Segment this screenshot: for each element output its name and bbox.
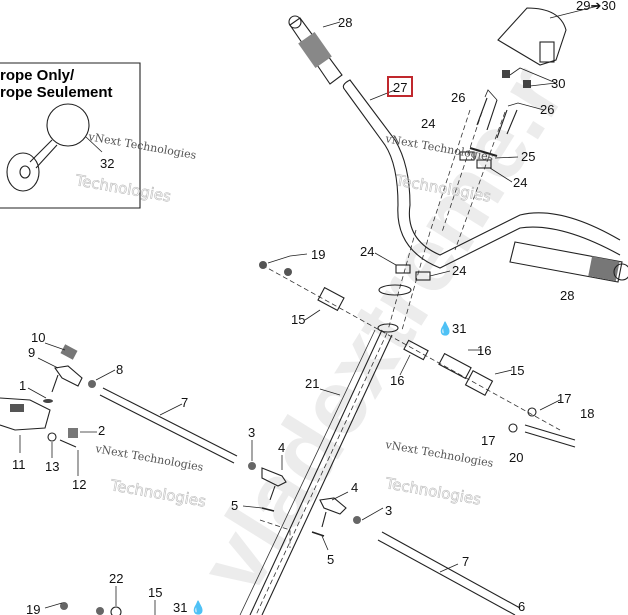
part-label-26[interactable]: 26 [540, 102, 554, 117]
part-label-2[interactable]: 2 [98, 423, 105, 438]
part-label-15[interactable]: 15 [148, 585, 162, 600]
part-label-15[interactable]: 15 [291, 312, 305, 327]
leader-lines [19, 5, 599, 615]
grip-left [288, 15, 343, 85]
part-label-28[interactable]: 28 [338, 15, 352, 30]
part-label-24[interactable]: 24 [360, 244, 374, 259]
clamp [476, 159, 492, 169]
part-label-15[interactable]: 15 [510, 363, 524, 378]
clamp [395, 264, 411, 274]
highlight-box [387, 76, 413, 97]
part-label-13[interactable]: 13 [45, 459, 59, 474]
svg-text:Technologies: Technologies [108, 476, 207, 511]
part-label-24[interactable]: 24 [421, 116, 435, 131]
screw [502, 70, 510, 78]
part-label-3[interactable]: 3 [385, 503, 392, 518]
tie-rod-left [0, 344, 291, 548]
steering-column [239, 109, 506, 615]
oil-drop-icon: 💧 [190, 600, 206, 615]
part-label-18[interactable]: 18 [580, 406, 594, 421]
part-label-10[interactable]: 10 [31, 330, 45, 345]
part-label-21[interactable]: 21 [305, 376, 319, 391]
part-label-6[interactable]: 6 [518, 599, 525, 614]
part-label-4[interactable]: 4 [351, 480, 358, 495]
part-label-24[interactable]: 24 [513, 175, 527, 190]
part-label-9[interactable]: 9 [28, 345, 35, 360]
nut [96, 607, 104, 615]
clamp [459, 151, 475, 161]
bracket-hole [110, 606, 122, 615]
part-label-20[interactable]: 20 [509, 450, 523, 465]
inset-title-line2: rope Seulement [0, 84, 113, 101]
background-watermark: vladextreme.r [180, 49, 584, 610]
cover [497, 7, 567, 66]
svg-text:Technologies: Technologies [383, 474, 482, 509]
part-label-16[interactable]: 16 [477, 343, 491, 358]
part-label-19[interactable]: 19 [26, 602, 40, 615]
part-label-7[interactable]: 7 [181, 395, 188, 410]
oil-drop-icon: 💧 [437, 321, 453, 336]
part-label-11[interactable]: 11 [12, 457, 26, 472]
part-label-22[interactable]: 22 [109, 571, 123, 586]
svg-text:vNext Technologies: vNext Technologies [383, 438, 494, 470]
part-label-7[interactable]: 7 [462, 554, 469, 569]
part-label-29[interactable]: 29➔30 [576, 0, 616, 13]
part-label-26[interactable]: 26 [451, 90, 465, 105]
shim [469, 147, 498, 157]
tie-rod-right [311, 497, 521, 615]
part-label-5[interactable]: 5 [231, 498, 238, 513]
part-label-17[interactable]: 17 [481, 433, 495, 448]
bolts [476, 97, 518, 139]
svg-text:vNext Technologies: vNext Technologies [93, 442, 204, 474]
part-label-31[interactable]: 31 [452, 321, 466, 336]
part-labels: 28 29➔30 27 30 26 26 24 25 24 19 24 24 2… [12, 0, 616, 615]
part-label-4[interactable]: 4 [278, 440, 285, 455]
svg-text:Technologies: Technologies [73, 171, 172, 206]
upper-linkage [259, 261, 576, 448]
part-label-32[interactable]: 32 [100, 156, 114, 171]
screw [523, 80, 531, 88]
part-label-28[interactable]: 28 [560, 288, 574, 303]
nut [60, 602, 68, 610]
part-label-19[interactable]: 19 [311, 247, 325, 262]
part-label-25[interactable]: 25 [521, 149, 535, 164]
inset-europe-only: rope Only/ rope Seulement 32 [0, 62, 141, 209]
part-label-1[interactable]: 1 [19, 378, 26, 393]
part-label-3[interactable]: 3 [248, 425, 255, 440]
part-label-16[interactable]: 16 [390, 373, 404, 388]
part-label-30[interactable]: 30 [551, 76, 565, 91]
part-label-24[interactable]: 24 [452, 263, 466, 278]
part-label-17[interactable]: 17 [557, 391, 571, 406]
part-label-8[interactable]: 8 [116, 362, 123, 377]
mirror-ball [46, 103, 90, 147]
part-label-27-highlighted[interactable]: 27 [393, 80, 407, 95]
grip-right [509, 241, 628, 283]
part-label-31[interactable]: 31 [173, 600, 187, 615]
mirror-base [6, 152, 40, 192]
handlebar [342, 79, 621, 269]
inset-title-line1: rope Only/ [0, 67, 75, 84]
part-label-12[interactable]: 12 [72, 477, 86, 492]
part-label-5[interactable]: 5 [327, 552, 334, 567]
